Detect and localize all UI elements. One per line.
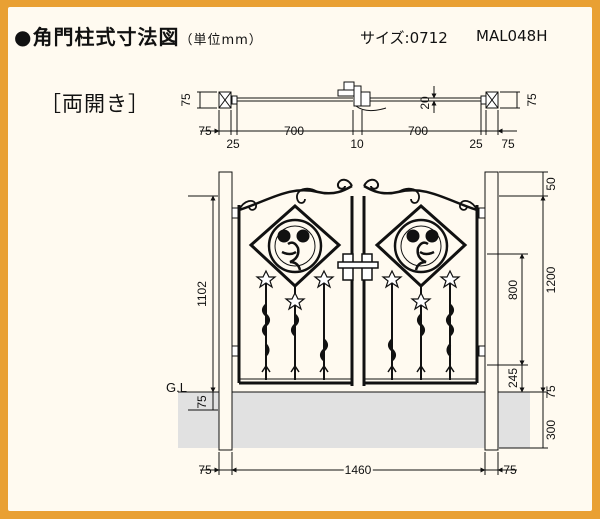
right-gate-door — [362, 178, 479, 386]
plan-dim-bottom-6: 75 — [501, 137, 515, 151]
plan-dim-bottom-5: 25 — [469, 137, 483, 151]
dim-right-embed: 300 — [544, 420, 558, 440]
latch — [337, 253, 379, 281]
plan-dim-center-gap: 20 — [418, 96, 432, 110]
ground-area — [178, 392, 530, 448]
ground-level-label: G.L — [166, 380, 187, 395]
dim-bottom-center: 1460 — [345, 463, 372, 477]
dim-right-total: 1200 — [544, 266, 558, 293]
plan-latch — [337, 81, 387, 112]
dim-bottom-right: 75 — [503, 463, 517, 477]
opening-type-label: ［両開き］ — [40, 92, 150, 116]
dim-right-mid: 800 — [506, 280, 520, 300]
model-number: MAL048H — [476, 27, 548, 45]
plan-dim-bottom-4: 700 — [408, 124, 428, 138]
plan-dim-right-vertical: 75 — [525, 93, 539, 107]
left-post — [218, 171, 233, 451]
plan-dim-bottom-2: 700 — [284, 124, 304, 138]
plan-dim-bottom-1: 25 — [226, 137, 240, 151]
plan-dim-bottom-3: 10 — [350, 137, 364, 151]
dim-left-below-ground: 75 — [195, 395, 209, 409]
dim-right-ground: 75 — [544, 385, 558, 399]
dim-bottom-left: 75 — [198, 463, 212, 477]
left-gate-door — [237, 178, 354, 386]
page-title: ●角門柱式寸法図（単位mm） — [14, 25, 263, 49]
dim-left-height: 1102 — [195, 281, 209, 307]
size-label: サイズ:0712 — [360, 29, 448, 47]
dim-right-bottom: 245 — [506, 368, 520, 388]
plan-dim-bottom-0: 75 — [198, 124, 212, 138]
unit-label: （単位mm） — [179, 33, 263, 48]
right-post — [484, 171, 499, 451]
dim-right-top: 50 — [544, 177, 558, 191]
plan-view — [197, 81, 520, 135]
plan-dim-left-vertical: 75 — [179, 93, 193, 107]
